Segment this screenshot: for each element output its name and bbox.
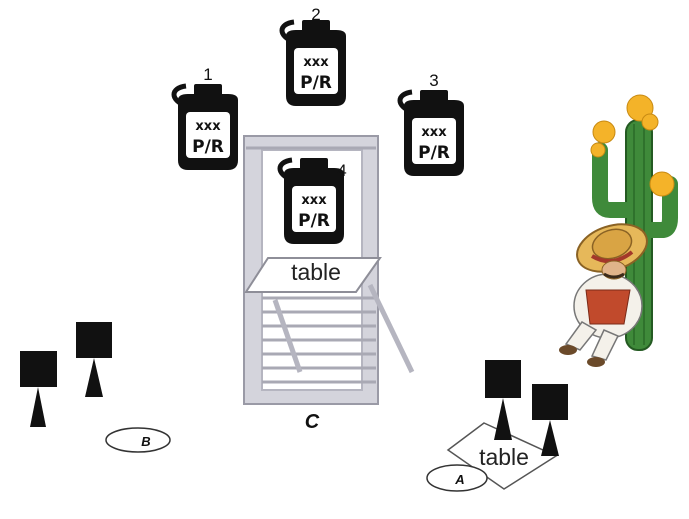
jug-4: xxx P/R (280, 158, 344, 244)
jug-2: xxx P/R (282, 20, 346, 106)
jug-3-label-bottom: P/R (418, 143, 450, 163)
jug-3-number: 3 (429, 71, 438, 90)
jug-2-label-bottom: P/R (300, 73, 332, 93)
marker-a-label: A (454, 472, 464, 487)
jug-2-number: 2 (311, 5, 320, 24)
marker-b: B (106, 428, 170, 452)
marker-a: A (427, 465, 487, 491)
jug-1-label-bottom: P/R (192, 137, 224, 157)
center-table: table (246, 258, 380, 292)
jug-3-label-top: xxx (421, 125, 447, 140)
left-stand-2 (76, 322, 112, 397)
jug-1-number: 1 (203, 65, 212, 84)
jug-4-label-bottom: P/R (298, 211, 330, 231)
center-table-label: table (291, 259, 341, 285)
jug-4-number: 4 (337, 161, 346, 180)
jug-1: xxx P/R (174, 84, 238, 170)
cactus-sleeper-illustration (559, 95, 674, 367)
jug-2-label-top: xxx (303, 55, 329, 70)
marker-c: C (305, 411, 320, 433)
marker-b-label: B (141, 434, 150, 449)
right-table-label: table (479, 444, 529, 470)
jug-1-label-top: xxx (195, 119, 221, 134)
right-stand-2 (532, 384, 568, 456)
jug-3: xxx P/R (400, 90, 464, 176)
left-stand-1 (20, 351, 57, 427)
jug-4-label-top: xxx (301, 193, 327, 208)
